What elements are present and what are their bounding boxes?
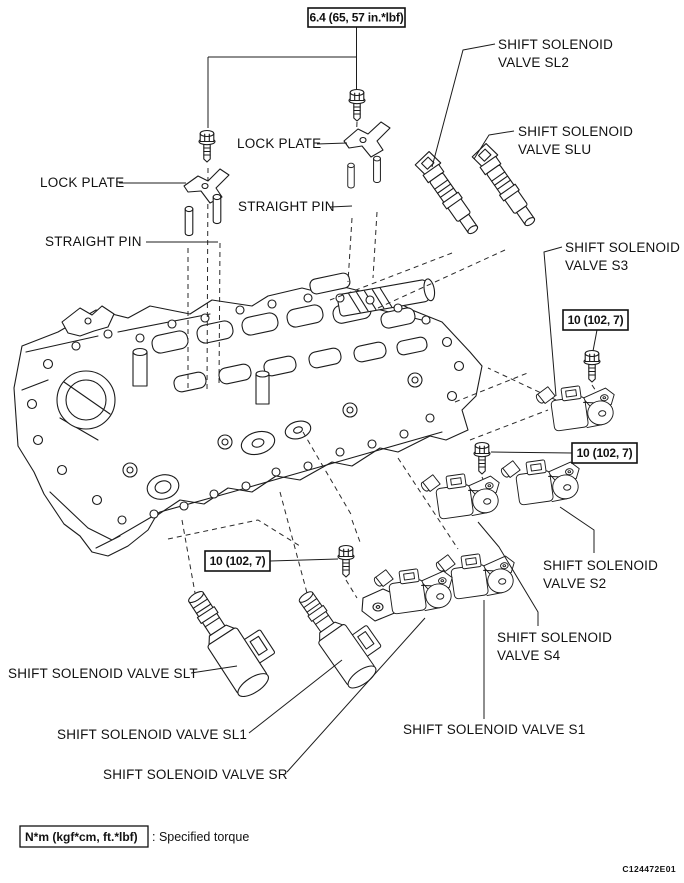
torque-legend-unit-box: N*m (kgf*cm, ft.*lbf)	[25, 830, 138, 844]
callout-slu: SHIFT SOLENOID VALVE SLU	[473, 124, 633, 160]
callout-sl2-line1: SHIFT SOLENOID	[498, 37, 613, 52]
callout-sr: SHIFT SOLENOID VALVE SR	[103, 617, 426, 782]
solenoid-valve-s2	[498, 451, 584, 509]
callout-slu-line1: SHIFT SOLENOID	[518, 124, 633, 139]
callout-lock-plate-left-label: LOCK PLATE	[40, 175, 124, 190]
bolt-lock-plate-right	[348, 88, 366, 122]
callout-straight-pin-right: STRAIGHT PIN	[238, 199, 353, 214]
torque-callout-s4-bolt: 10 (102, 7)	[490, 442, 638, 464]
solenoid-valve-sl2	[412, 149, 485, 239]
torque-legend-description: : Specified torque	[152, 830, 249, 844]
callout-s2: SHIFT SOLENOID VALVE S2	[543, 506, 658, 591]
callout-s4-line2: VALVE S4	[497, 648, 561, 663]
solenoid-valve-sr-bracket-hole	[372, 602, 384, 612]
torque-value-sr-bolt: 10 (102, 7)	[210, 554, 266, 568]
callout-straight-pin-right-label: STRAIGHT PIN	[238, 199, 335, 214]
figure-code: C124472E01	[622, 864, 676, 874]
callout-sl1: SHIFT SOLENOID VALVE SL1	[57, 659, 343, 742]
callout-lock-plate-right-label: LOCK PLATE	[237, 136, 321, 151]
solenoid-valve-sr-bracket-hole-center	[375, 605, 381, 609]
valve-body-bolt-holes	[26, 293, 465, 525]
callout-slt: SHIFT SOLENOID VALVE SLT	[8, 665, 238, 681]
torque-legend: N*m (kgf*cm, ft.*lbf) : Specified torque	[19, 825, 249, 848]
callout-s3-line2: VALVE S3	[565, 258, 628, 273]
solenoid-valve-s3	[533, 377, 619, 435]
callout-sl1-label: SHIFT SOLENOID VALVE SL1	[57, 727, 247, 742]
solenoid-valve-slt	[178, 573, 289, 702]
solenoid-valve-s4	[418, 465, 504, 523]
callout-s2-line1: SHIFT SOLENOID	[543, 558, 658, 573]
torque-value-s4-bolt: 10 (102, 7)	[577, 446, 633, 460]
valve-body-top-cluster	[61, 272, 436, 405]
callout-slt-label: SHIFT SOLENOID VALVE SLT	[8, 666, 198, 681]
callout-straight-pin-left-label: STRAIGHT PIN	[45, 234, 142, 249]
straight-pin-right-1	[347, 162, 355, 189]
callout-s4-line1: SHIFT SOLENOID	[497, 630, 612, 645]
valve-body-edge-lines	[21, 299, 443, 549]
valve-body	[13, 272, 483, 557]
callout-sr-label: SHIFT SOLENOID VALVE SR	[103, 767, 288, 782]
lock-plate-right-hole	[359, 136, 367, 144]
callout-sl2: SHIFT SOLENOID VALVE SL2	[431, 37, 613, 168]
callout-s3-line1: SHIFT SOLENOID	[565, 240, 680, 255]
callout-straight-pin-left: STRAIGHT PIN	[45, 234, 218, 249]
callout-s2-line2: VALVE S2	[543, 576, 606, 591]
callout-lock-plate-left: LOCK PLATE	[40, 175, 186, 190]
lock-plate-left-hole	[201, 182, 209, 190]
torque-callout-lock-plate-bolts: 6.4 (65, 57 in.*lbf)	[207, 7, 406, 128]
torque-callout-s3-bolt: 10 (102, 7)	[562, 309, 629, 352]
bolt-solenoid-s4	[473, 441, 491, 475]
straight-pin-left-1	[184, 205, 194, 237]
straight-pin-left-2	[212, 193, 222, 225]
callout-lock-plate-right: LOCK PLATE	[237, 136, 348, 151]
torque-callout-sr-bolt: 10 (102, 7)	[204, 550, 339, 572]
bolt-lock-plate-left	[198, 129, 216, 163]
torque-value-s3-bolt: 10 (102, 7)	[568, 313, 624, 327]
straight-pin-right-2	[373, 155, 381, 184]
bolt-solenoid-s3	[583, 349, 601, 383]
bolt-solenoid-sr	[337, 544, 355, 578]
lock-plate-right	[343, 121, 391, 158]
torque-value-lock-plate-bolts: 6.4 (65, 57 in.*lbf)	[309, 11, 403, 25]
callout-slu-line2: VALVE SLU	[518, 142, 591, 157]
callout-sl2-line2: VALVE SL2	[498, 55, 569, 70]
callout-s3: SHIFT SOLENOID VALVE S3	[543, 240, 680, 397]
callout-s1: SHIFT SOLENOID VALVE S1	[403, 600, 585, 737]
callout-s1-label: SHIFT SOLENOID VALVE S1	[403, 722, 585, 737]
callout-s4: SHIFT SOLENOID VALVE S4	[477, 521, 612, 663]
